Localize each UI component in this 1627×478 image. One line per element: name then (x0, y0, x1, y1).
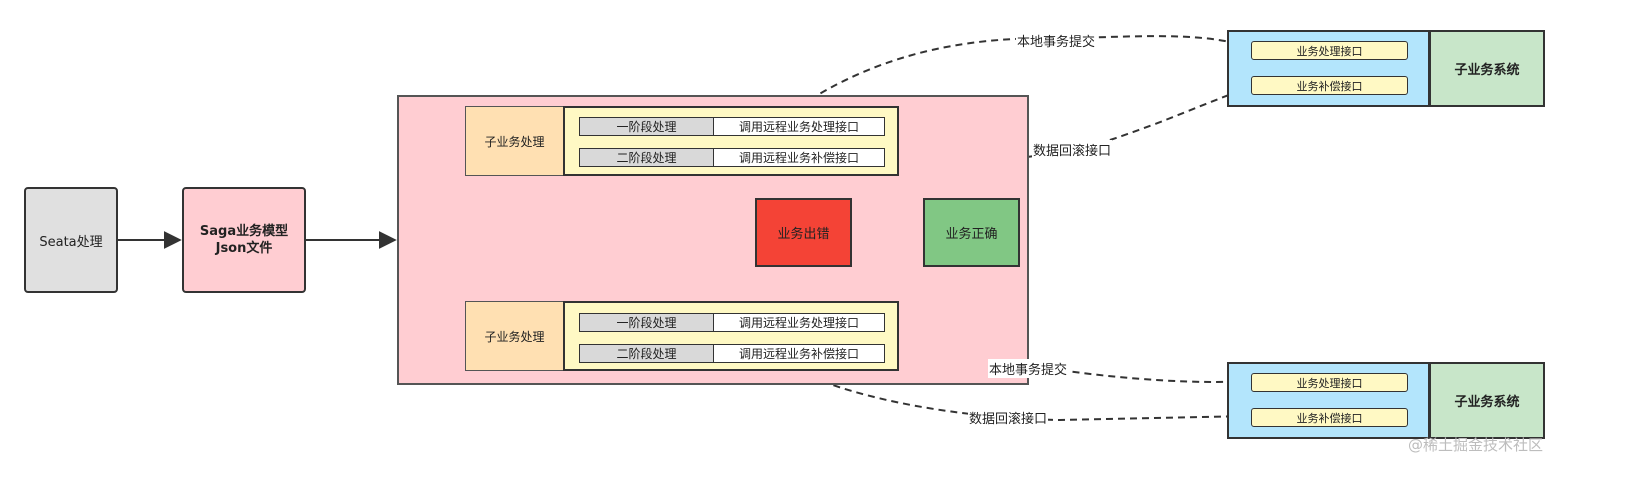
subtask-bottom-phase2-call: 调用远程业务补偿接口 (713, 344, 885, 363)
subtask-bottom-phases: 一阶段处理 调用远程业务处理接口 二阶段处理 调用远程业务补偿接口 (563, 301, 899, 371)
edge-label-commit-top: 本地事务提交 (1016, 31, 1097, 50)
edge-commit-bottom (847, 331, 1250, 391)
seata-node: Seata处理 (24, 187, 118, 293)
subtask-top-phase1: 一阶段处理 (579, 117, 714, 136)
seata-label: Seata处理 (39, 234, 103, 250)
saga-line2: Json文件 (215, 241, 273, 256)
system-bottom-interfaces: 业务处理接口 业务补偿接口 (1227, 362, 1430, 439)
subtask-top-label: 子业务处理 (465, 106, 564, 176)
subtask-bottom-label-text: 子业务处理 (484, 329, 545, 344)
subtask-top-phase2-call: 调用远程业务补偿接口 (713, 148, 885, 167)
subtask-bottom-phase2: 二阶段处理 (579, 344, 714, 363)
business-error-label: 业务出错 (777, 227, 830, 242)
subtask-bottom-phase1-call: 调用远程业务处理接口 (713, 313, 885, 332)
saga-line1: Saga业务模型 (199, 224, 289, 239)
system-bottom-compensate-iface: 业务补偿接口 (1251, 408, 1408, 427)
subtask-top-phases: 一阶段处理 调用远程业务处理接口 二阶段处理 调用远程业务补偿接口 (563, 106, 899, 176)
subtask-top-phase2-row: 二阶段处理 调用远程业务补偿接口 (579, 148, 885, 167)
system-top-name: 子业务系统 (1429, 30, 1545, 107)
business-ok-label: 业务正确 (945, 227, 998, 242)
subtask-bottom-phase2-row: 二阶段处理 调用远程业务补偿接口 (579, 344, 885, 363)
business-error-node: 业务出错 (755, 198, 852, 267)
subtask-top-phase2: 二阶段处理 (579, 148, 714, 167)
subtask-top-phase1-call: 调用远程业务处理接口 (713, 117, 885, 136)
saga-model-node: Saga业务模型 Json文件 (182, 187, 306, 293)
system-bottom-name-text: 子业务系统 (1454, 395, 1520, 410)
system-bottom-name: 子业务系统 (1429, 362, 1545, 439)
subtask-top-label-text: 子业务处理 (484, 134, 545, 149)
system-top-interfaces: 业务处理接口 业务补偿接口 (1227, 30, 1430, 107)
system-top-name-text: 子业务系统 (1454, 63, 1520, 78)
system-top-process-iface: 业务处理接口 (1251, 41, 1408, 60)
subtask-bottom-phase1: 一阶段处理 (579, 313, 714, 332)
system-bottom-process-iface: 业务处理接口 (1251, 373, 1408, 392)
subtask-bottom-label: 子业务处理 (465, 301, 564, 371)
edge-label-commit-bottom: 本地事务提交 (988, 359, 1069, 378)
system-top-compensate-iface: 业务补偿接口 (1251, 76, 1408, 95)
business-ok-node: 业务正确 (923, 198, 1020, 267)
subtask-top-phase1-row: 一阶段处理 调用远程业务处理接口 (579, 117, 885, 136)
edge-label-rollback-top: 数据回滚接口 (1032, 140, 1113, 159)
subtask-bottom-phase1-row: 一阶段处理 调用远程业务处理接口 (579, 313, 885, 332)
edge-label-rollback-bottom: 数据回滚接口 (968, 408, 1049, 427)
watermark: @稀土掘金技术社区 (1408, 436, 1544, 454)
